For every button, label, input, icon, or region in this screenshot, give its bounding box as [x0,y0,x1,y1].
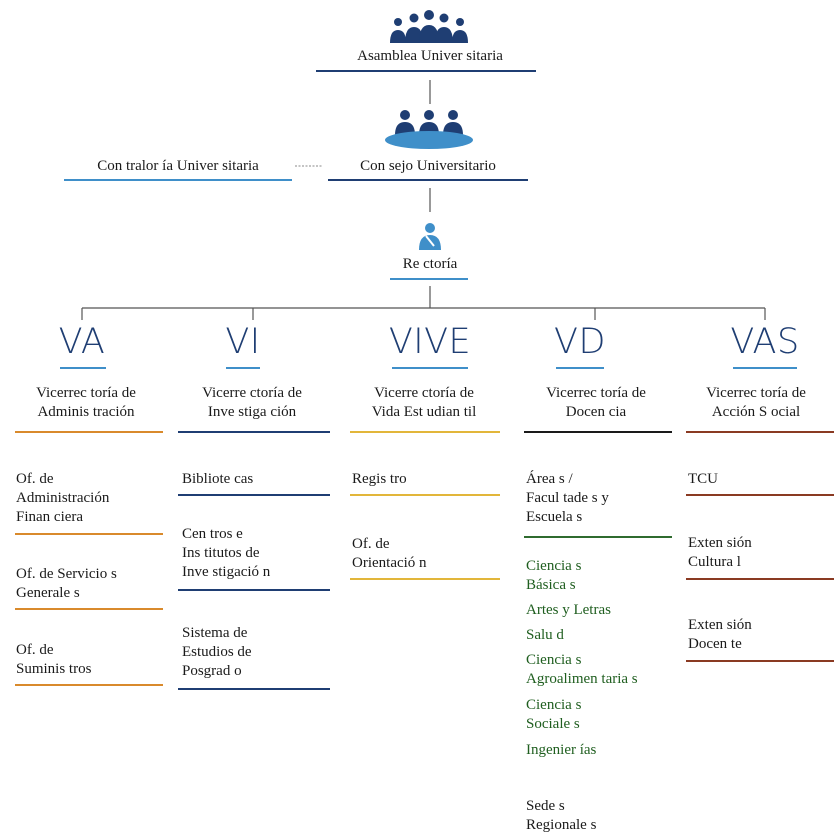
group-of-people-icon [388,10,470,44]
meeting-table-icon [383,108,475,150]
vas-title-underline [686,431,834,433]
vd-regional-seats: Sede s Regionale s [526,798,597,833]
vd-item-underline [524,536,672,538]
vas-item-underline [686,660,834,662]
vas-item-underline [686,578,834,580]
vd-subitem: Ingenier ías [526,742,597,758]
vive-abbr-underline [392,367,468,369]
va-item-underline [15,684,163,686]
vas-title: Vicerrec toría de Acción S ocial [706,385,806,420]
rectory-label: Re ctoría [402,256,458,272]
vi-item: Cen tros e Ins titutos de Inve stigació … [182,526,271,580]
va-abbr-underline [60,367,106,369]
vi-title: Vicerre ctoría de Inve stiga ción [202,385,302,420]
comptroller-underline [64,179,292,181]
vi-abbreviation: VI [225,322,261,362]
assembly-underline [316,70,536,72]
vd-abbreviation: VD [554,322,606,362]
person-icon [418,222,442,250]
vas-item: TCU [688,471,718,487]
vive-item: Of. de Orientació n [352,536,427,571]
rectory-underline [390,278,468,280]
vive-item: Regis tro [352,471,407,487]
vd-subitem: Ciencia s Agroalimen taria s [526,652,638,687]
vas-item-underline [686,494,834,496]
vi-item-underline [178,688,330,690]
vas-abbreviation: VAS [730,322,800,362]
vd-subitem: Salu d [526,627,564,643]
vd-subitem: Artes y Letras [526,602,611,618]
vi-item: Bibliote cas [182,471,254,487]
vas-abbr-underline [733,367,797,369]
vd-subitem: Ciencia s Básica s [526,558,582,593]
vive-item-underline [350,494,500,496]
vi-item-underline [178,494,330,496]
vi-item: Sistema de Estudios de Posgrad o [182,625,252,679]
va-item: Of. de Servicio s Generale s [16,566,117,601]
vive-item-underline [350,578,500,580]
council-label: Con sejo Universitario [360,158,496,174]
va-item-underline [15,608,163,610]
vi-title-underline [178,431,330,433]
va-item-underline [15,533,163,535]
va-title: Vicerrec toría de Adminis tración [36,385,136,420]
vd-abbr-underline [556,367,604,369]
va-title-underline [15,431,163,433]
va-item: Of. de Administración Finan ciera [16,471,110,525]
council-underline [328,179,528,181]
va-item: Of. de Suminis tros [16,642,92,677]
vive-title-underline [350,431,500,433]
vive-title: Vicerre ctoría de Vida Est udian til [371,385,477,420]
vd-title-underline [524,431,672,433]
vd-item: Área s / Facul tade s y Escuela s [526,471,609,525]
vive-abbreviation: VIVE [388,322,472,362]
vd-subitem: Ciencia s Sociale s [526,697,582,732]
vi-item-underline [178,589,330,591]
vas-item: Exten sión Docen te [688,617,752,652]
comptroller-label: Con tralor ía Univer sitaria [97,158,259,174]
assembly-label: Asamblea Univer sitaria [357,48,503,64]
vi-abbr-underline [226,367,260,369]
vd-title: Vicerrec toría de Docen cia [546,385,646,420]
va-abbreviation: VA [58,322,106,362]
vas-item: Exten sión Cultura l [688,535,752,570]
